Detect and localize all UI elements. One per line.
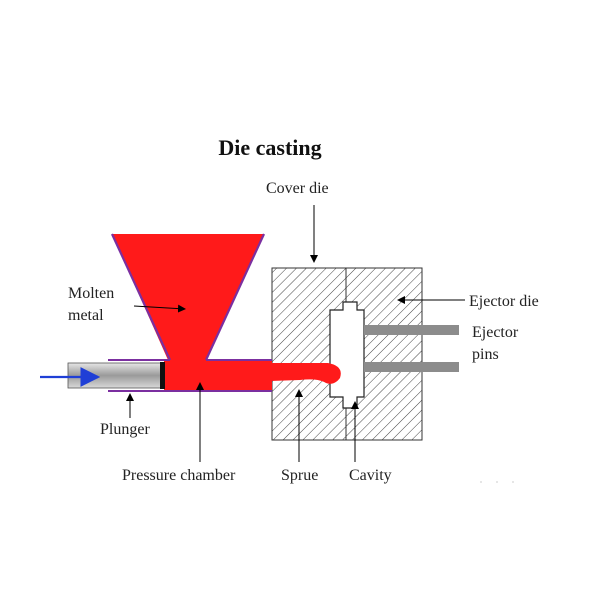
label-cavity: Cavity <box>349 467 392 484</box>
ejector-pin-lower <box>364 362 459 372</box>
ejector-pins <box>364 325 459 372</box>
label-sprue: Sprue <box>281 467 318 484</box>
label-molten-metal-2: metal <box>68 307 104 324</box>
label-plunger: Plunger <box>100 421 150 438</box>
diagram-title: Die casting <box>218 135 321 160</box>
cavity-shape <box>329 301 365 409</box>
pressure-chamber <box>164 360 272 390</box>
leader-molten-metal <box>133 304 186 313</box>
plunger-rod <box>67 362 163 389</box>
ejector-pin-upper <box>364 325 459 335</box>
label-ejector-die: Ejector die <box>469 293 539 310</box>
label-ejector-pins-2: pins <box>472 346 499 363</box>
label-molten-metal-1: Molten <box>68 285 114 302</box>
molten-metal-funnel <box>112 234 264 360</box>
label-ejector-pins-1: Ejector <box>472 324 519 341</box>
funnel-wall-right <box>205 233 265 361</box>
die-assembly <box>271 267 423 441</box>
sprue-flow <box>270 363 341 384</box>
plunger-head <box>160 362 165 389</box>
label-cover-die: Cover die <box>266 180 329 197</box>
plunger <box>67 362 165 389</box>
funnel-wall-left <box>111 233 171 361</box>
label-pressure-chamber: Pressure chamber <box>122 467 236 484</box>
